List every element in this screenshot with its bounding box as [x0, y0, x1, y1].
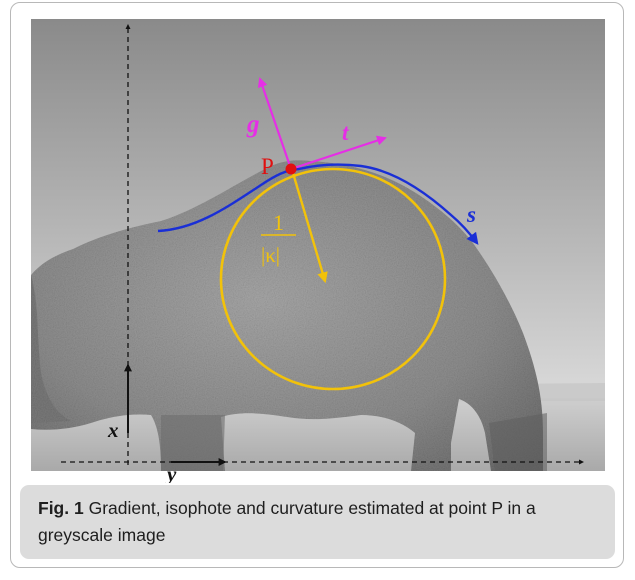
x-axis-label: x — [107, 418, 119, 442]
camel-silhouette — [31, 160, 543, 471]
caption-body: Gradient, isophote and curvature estimat… — [38, 498, 536, 545]
point-p-marker — [285, 163, 297, 175]
tangent-label: t — [342, 120, 349, 145]
radius-numerator: 1 — [273, 210, 284, 235]
radius-arrow — [291, 172, 328, 284]
radius-denominator: |κ| — [261, 243, 280, 267]
isophote-curve — [157, 163, 479, 245]
camel-leg-back — [489, 413, 547, 471]
isophote-label: s — [466, 202, 476, 227]
caption-label: Fig. 1 — [38, 498, 84, 518]
caption-box: Fig. 1 Gradient, isophote and curvature … — [20, 485, 615, 559]
figure-frame: x y P g t s 1 |κ| Fig. 1 Gradient, isoph… — [10, 2, 624, 568]
gradient-vector — [257, 77, 293, 170]
osculating-circle — [219, 167, 447, 391]
y-axis-label: y — [164, 462, 177, 483]
figure-caption: Fig. 1 Gradient, isophote and curvature … — [38, 495, 603, 549]
tangent-vector — [290, 135, 387, 171]
camel-leg-front — [161, 415, 225, 471]
gradient-label: g — [246, 111, 260, 138]
figure-illustration: x y P g t s 1 |κ| — [31, 19, 605, 483]
point-p-label: P — [261, 154, 274, 179]
